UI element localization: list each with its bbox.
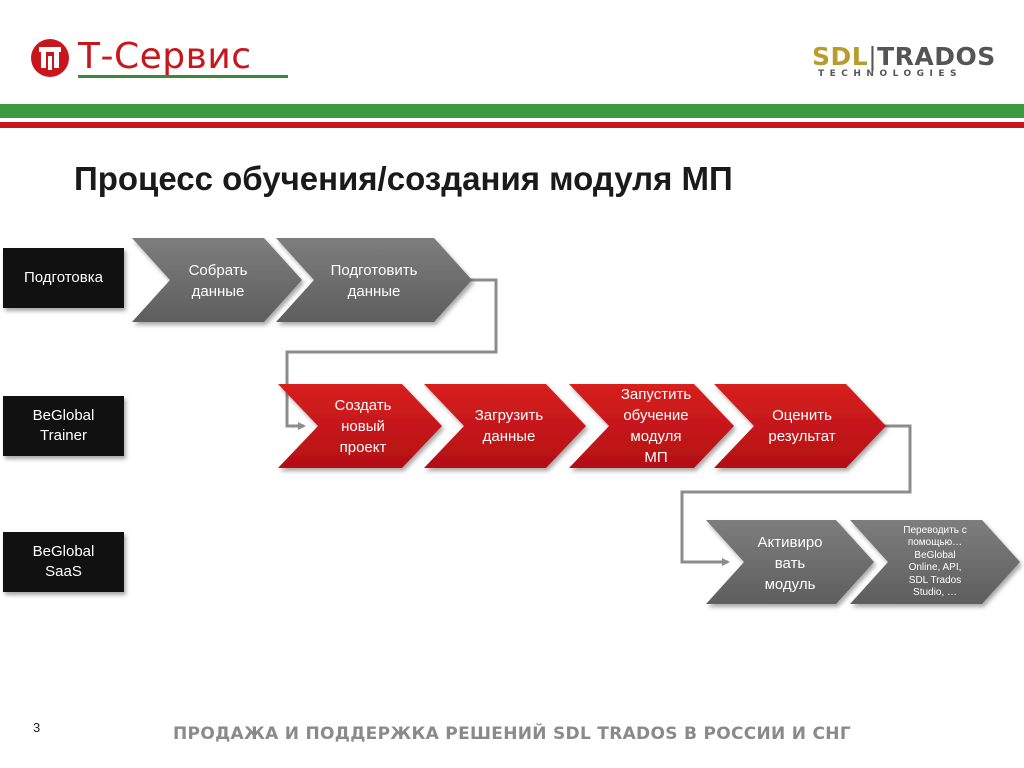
step-evaluate-label: Оценить результат xyxy=(768,407,836,445)
connector-preparation-to-trainer xyxy=(285,278,498,430)
step-translate-label: Переводить с помощью… BeGlobal Online, A… xyxy=(903,524,967,599)
step-train-label: Запустить обучение модуля МП xyxy=(620,386,692,466)
header-stripe-white xyxy=(0,118,1024,122)
trados-text: TRADOS xyxy=(877,42,996,71)
footer-text: ПРОДАЖА И ПОДДЕРЖКА РЕШЕНИЙ SDL TRADOS В… xyxy=(173,724,851,744)
lane-beglobal-trainer: BeGlobal Trainer xyxy=(3,396,124,456)
step-activate-label: Активиро вать модуль xyxy=(757,533,823,593)
t-service-logo: Т-Сервис xyxy=(30,36,288,78)
chevron-collect xyxy=(132,238,302,322)
sdl-trados-brand: SDL|TRADOS xyxy=(812,42,996,71)
step-create-label: Создать новый проект xyxy=(334,396,392,456)
connector-trainer-to-saas xyxy=(680,424,912,566)
step-upload-label: Загрузить данные xyxy=(474,407,544,445)
chevron-translate xyxy=(850,520,1020,604)
chevron-create xyxy=(278,384,442,468)
technologies-text: TECHNOLOGIES xyxy=(818,69,963,79)
step-collect-label: Собрать данные xyxy=(188,262,248,300)
page-number: 3 xyxy=(33,720,41,735)
chevron-prepare xyxy=(276,238,472,322)
chevron-train xyxy=(569,384,734,468)
chevron-evaluate xyxy=(714,384,886,468)
sdl-text: SDL xyxy=(812,42,869,71)
lane-beglobal-saas: BeGlobal SaaS xyxy=(3,532,124,592)
step-prepare-label: Подготовить данные xyxy=(330,262,418,300)
header-stripe-green xyxy=(0,104,1024,118)
lane-preparation: Подготовка xyxy=(3,248,124,308)
chevron-upload xyxy=(424,384,586,468)
header-stripe-red xyxy=(0,122,1024,128)
t-service-logo-text: Т-Сервис xyxy=(78,36,252,77)
t-service-logo-icon xyxy=(31,39,69,77)
sdl-trados-logo: SDL|TRADOS TECHNOLOGIES xyxy=(812,42,995,82)
t-service-logo-underline xyxy=(78,75,288,78)
chevron-activate xyxy=(706,520,874,604)
slide-title: Процесс обучения/создания модуля МП xyxy=(74,160,733,197)
logo-separator: | xyxy=(868,42,878,71)
